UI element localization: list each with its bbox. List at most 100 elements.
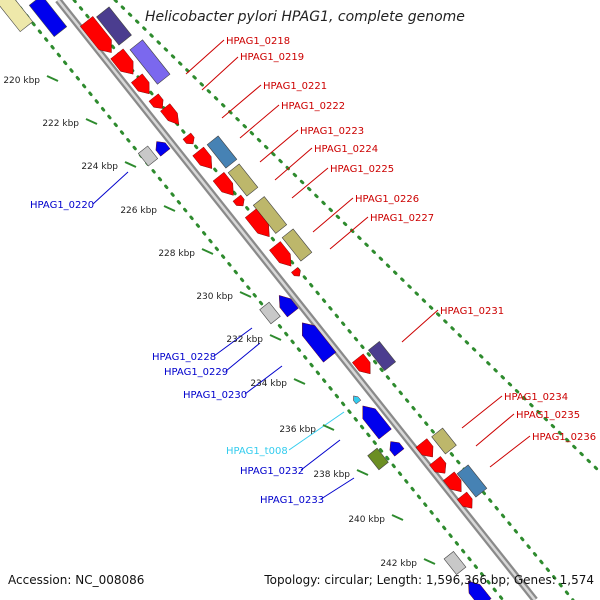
leader-line [201,56,239,91]
leader-line [185,39,225,75]
trna-label: HPAG1_t008 [226,446,288,457]
cog-box [96,6,132,46]
label-leader-lines [92,39,531,500]
forward-gene-label: HPAG1_0221 [263,81,327,92]
scale-tick-label: 236 kbp [279,425,316,435]
reverse-gene-arrow [155,141,171,157]
leader-line [300,439,341,471]
reverse-gene-arrow [302,322,337,363]
scale-tick [124,161,137,168]
forward-gene-arrow [244,208,270,238]
reverse-gene-arrow [389,441,405,457]
cog-box [456,464,488,498]
forward-gene-arrow [415,438,434,458]
reverse-gene-label: HPAG1_0232 [240,466,304,477]
scale-tick-label: 238 kbp [313,470,350,480]
leader-line [239,104,280,139]
reverse-gene-arrow [468,580,492,600]
leader-line [225,342,261,372]
cog-box [368,341,396,371]
leader-line [489,435,531,468]
leader-line [461,395,503,429]
gene-feature-track [80,16,492,600]
forward-gene-arrow [352,353,371,375]
axis-line [12,0,505,600]
gene-labels: HPAG1_0218HPAG1_0219HPAG1_0221HPAG1_0222… [30,36,596,506]
leader-line [244,365,283,395]
leader-line [92,171,129,205]
cog-box [137,145,159,167]
scale-tick-label: 240 kbp [348,515,385,525]
forward-gene-label: HPAG1_0224 [314,144,378,155]
scale-tick [269,334,282,341]
scale-tick [201,248,214,255]
accession-text: Accession: NC_008086 [8,573,145,587]
leader-line [288,411,345,451]
forward-gene-arrow [148,93,164,109]
scale-tick [85,118,98,125]
forward-gene-arrow [80,16,112,53]
leader-line [221,84,262,119]
forward-gene-label: HPAG1_0222 [281,101,345,112]
forward-gene-label: HPAG1_0227 [370,213,434,224]
cog-box [431,427,457,455]
cog-box [0,0,34,33]
backbone-highlight [57,0,536,600]
scale-tick [391,514,404,521]
page-title: Helicobacter pylori HPAG1, complete geno… [145,9,465,25]
leader-line [320,477,355,500]
forward-gene-arrow [429,456,447,474]
scale-tick-label: 242 kbp [380,559,417,569]
forward-gene-label: HPAG1_0236 [532,432,596,443]
cog-box [281,228,313,262]
forward-gene-label: HPAG1_0223 [300,126,364,137]
leader-line [312,197,354,233]
scale-tick-label: 230 kbp [196,292,233,302]
axis-line [113,0,600,472]
cog-box [28,0,68,38]
cog-box [443,551,467,575]
cog-box [259,301,281,325]
topology-text: Topology: circular; Length: 1,596,366 bp… [264,573,594,587]
cog-feature-track [0,0,488,575]
scale-tick-label: 224 kbp [81,162,118,172]
cog-box [227,163,259,197]
trna-arrow [353,395,362,405]
cog-box [129,39,171,85]
forward-gene-label: HPAG1_0231 [440,306,504,317]
leader-line [259,129,299,163]
forward-gene-arrow [131,73,150,95]
forward-gene-arrow [232,194,245,207]
scale-tick-label: 222 kbp [42,119,79,129]
scale-tick-label: 228 kbp [158,249,195,259]
forward-gene-arrow [269,241,292,267]
leader-line [274,147,313,181]
scale-tick [423,558,436,565]
forward-gene-arrow [212,171,234,196]
forward-gene-arrow [182,132,195,145]
scale-tick-label: 226 kbp [120,206,157,216]
reverse-gene-arrow [278,295,299,318]
reverse-gene-label: HPAG1_0228 [152,352,216,363]
scale-tick [163,205,176,212]
scale-tick-label: 234 kbp [250,379,287,389]
forward-gene-arrow [457,491,473,509]
scale-tick [322,424,335,431]
forward-gene-label: HPAG1_0235 [516,410,580,421]
cog-box [367,447,389,471]
leader-line [329,216,369,250]
reverse-gene-label: HPAG1_0229 [164,367,228,378]
leader-line [213,327,253,357]
reverse-gene-arrow [362,405,392,440]
forward-gene-arrow [443,471,462,493]
forward-gene-arrow [110,48,134,75]
forward-gene-label: HPAG1_0219 [240,52,304,63]
scale-tick [239,291,252,298]
forward-gene-arrow [160,103,180,125]
reverse-gene-label: HPAG1_0230 [183,390,247,401]
reverse-gene-label: HPAG1_0220 [30,200,94,211]
forward-gene-arrow [192,146,213,169]
reverse-gene-label: HPAG1_0233 [260,495,324,506]
forward-gene-label: HPAG1_0218 [226,36,290,47]
